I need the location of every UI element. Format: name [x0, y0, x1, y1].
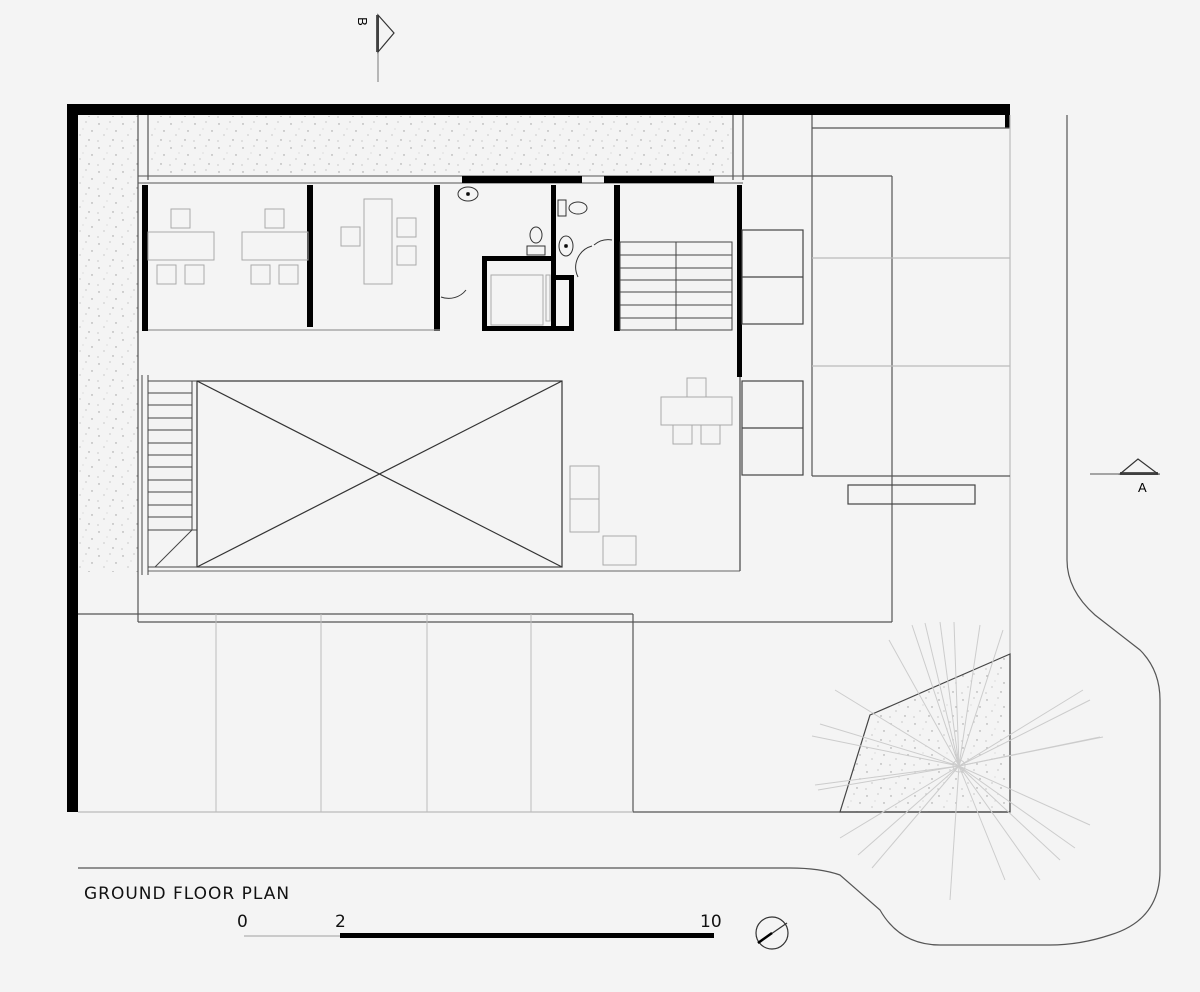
scale-tick-2: 2 [335, 912, 346, 932]
drawing-title: GROUND FLOOR PLAN [84, 884, 291, 904]
scale-tick-0: 0 [237, 912, 248, 932]
garden-strips [78, 116, 733, 572]
scale-tick-10: 10 [700, 912, 722, 932]
restroom-fixtures [440, 186, 613, 299]
site-lines [78, 115, 1011, 813]
section-label-a: A [1138, 480, 1147, 495]
section-marker-b [376, 13, 395, 82]
planter-tree [811, 621, 1104, 901]
office-furniture [147, 198, 417, 285]
scale-bar [244, 933, 714, 938]
parking-bays [215, 614, 532, 812]
side-stair [141, 375, 740, 575]
window-bars [462, 176, 714, 183]
boundary-wall [67, 104, 1010, 812]
main-stair [619, 241, 733, 331]
elevator [490, 274, 551, 326]
interior-walls [142, 185, 742, 377]
street-curb [78, 115, 1161, 946]
lounge-furniture [569, 377, 733, 566]
section-marker-a [1090, 458, 1160, 475]
section-label-b: B [354, 17, 370, 26]
east-benches [739, 229, 976, 571]
atrium-void [196, 380, 563, 568]
north-arrow-icon [755, 916, 789, 950]
